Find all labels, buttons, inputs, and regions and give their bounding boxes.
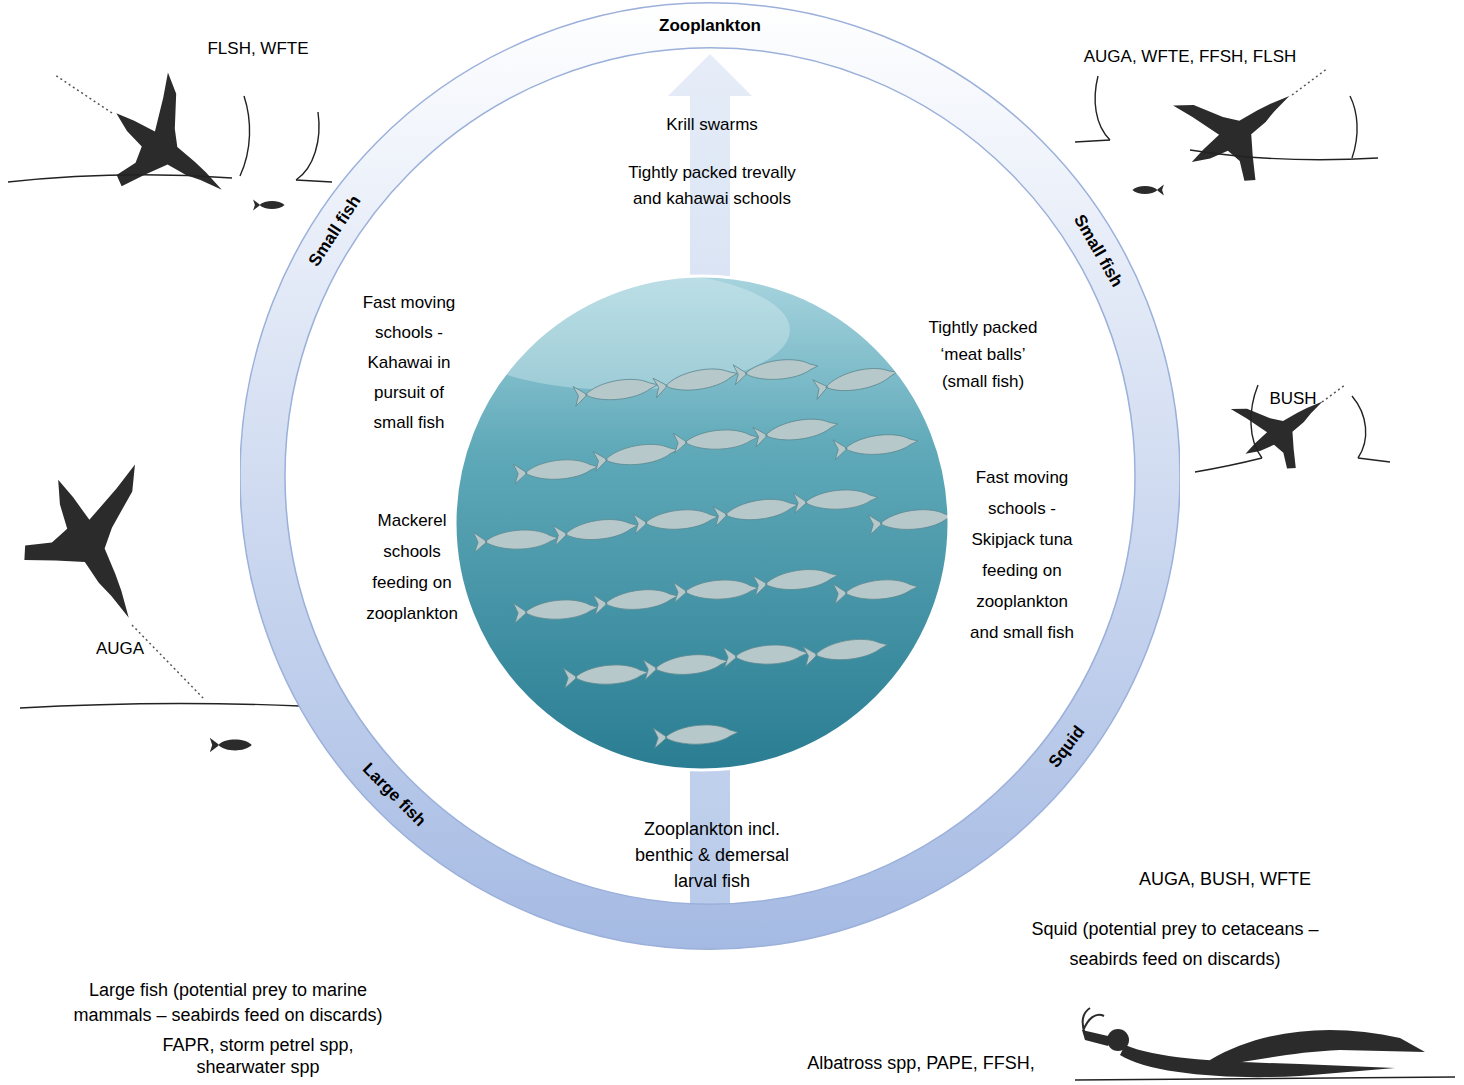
squid: [1083, 1008, 1104, 1034]
fish: [673, 427, 758, 453]
annotation: Tightly packed ‘meat balls’ (small fish): [918, 314, 1048, 395]
annotation: BUSH: [1248, 388, 1338, 410]
fish: [513, 457, 598, 484]
fish: [553, 515, 639, 545]
water-surface: [8, 175, 232, 182]
ring-band-shape: [240, 3, 1180, 949]
fish: [753, 565, 839, 595]
sitting-bird: [1075, 1008, 1455, 1080]
splash: [1251, 385, 1262, 458]
band-label: Zooplankton: [659, 16, 761, 36]
fish: [833, 431, 919, 460]
fish: [653, 722, 738, 748]
splash: [240, 96, 250, 176]
dive-trail: [55, 75, 112, 113]
splash: [1350, 96, 1357, 158]
fish: [733, 356, 819, 385]
water-surface: [1358, 458, 1390, 462]
fish: [653, 364, 739, 398]
diving-bird: [1075, 48, 1378, 204]
splash: [1352, 396, 1366, 458]
water-surface: [296, 180, 332, 182]
annotation: Krill swarms: [612, 114, 812, 136]
photo-frame: [455, 276, 949, 770]
fish: [633, 507, 718, 534]
bird-beak: [1082, 1030, 1108, 1046]
splash: [296, 112, 319, 180]
annotation: Tightly packed trevally and kahawai scho…: [612, 160, 812, 212]
fish: [593, 586, 679, 615]
water-surface: [20, 703, 300, 708]
bird-wing: [1210, 1030, 1425, 1066]
fish: [753, 414, 839, 447]
water-surface: [1075, 1077, 1455, 1080]
annotation: AUGA: [75, 638, 165, 660]
fish: [643, 651, 729, 680]
annotation: FAPR, storm petrel spp, shearwater spp: [143, 1034, 373, 1078]
annotation: Fast moving schools - Skipjack tuna feed…: [963, 462, 1081, 648]
fish-school: [450, 270, 954, 748]
water-surface: [1075, 140, 1110, 142]
annotation: Fast moving schools - Kahawai in pursuit…: [353, 288, 465, 438]
fish: [724, 643, 809, 667]
annotation: AUGA, WFTE, FFSH, FLSH: [1040, 46, 1340, 68]
fish: [813, 362, 899, 399]
diving-bird: [1195, 364, 1390, 487]
fish: [674, 578, 759, 602]
fish: [713, 495, 799, 526]
dive-trail: [132, 625, 205, 700]
annotation: Zooplankton incl. benthic & demersal lar…: [625, 816, 800, 894]
water-surface: [1190, 150, 1378, 160]
annotation: FLSH, WFTE: [188, 38, 328, 60]
prey-fish: [253, 200, 285, 211]
fish: [793, 487, 878, 513]
fish: [563, 662, 648, 688]
dive-trail: [1322, 385, 1345, 402]
annotation: Albatross spp, PAPE, FFSH,: [771, 1052, 1071, 1074]
annotation: AUGA, BUSH, WFTE: [1115, 868, 1335, 890]
annotation: Squid (potential prey to cetaceans – sea…: [1000, 914, 1350, 974]
bird-silhouette: [84, 62, 259, 235]
dive-trail: [1292, 68, 1328, 95]
fish: [833, 577, 918, 604]
fish: [474, 528, 559, 552]
fish: [513, 597, 598, 623]
fish-school-photo: [450, 270, 954, 770]
bird-head: [1107, 1029, 1129, 1051]
fish: [573, 375, 659, 406]
bird-silhouette: [1220, 364, 1345, 487]
fish: [593, 440, 679, 471]
annotation: Mackerel schools feeding on zooplankton: [360, 505, 465, 629]
annotation: Large fish (potential prey to marine mam…: [53, 978, 403, 1028]
splash: [1095, 76, 1110, 140]
fish: [803, 635, 889, 666]
prey-fish: [210, 738, 252, 752]
bird-silhouette: [0, 445, 197, 649]
prey-fish: [1132, 185, 1164, 196]
fish: [868, 506, 954, 535]
bird-silhouette: [1159, 48, 1318, 204]
water-surface: [1195, 458, 1262, 472]
diving-bird: [8, 62, 332, 235]
